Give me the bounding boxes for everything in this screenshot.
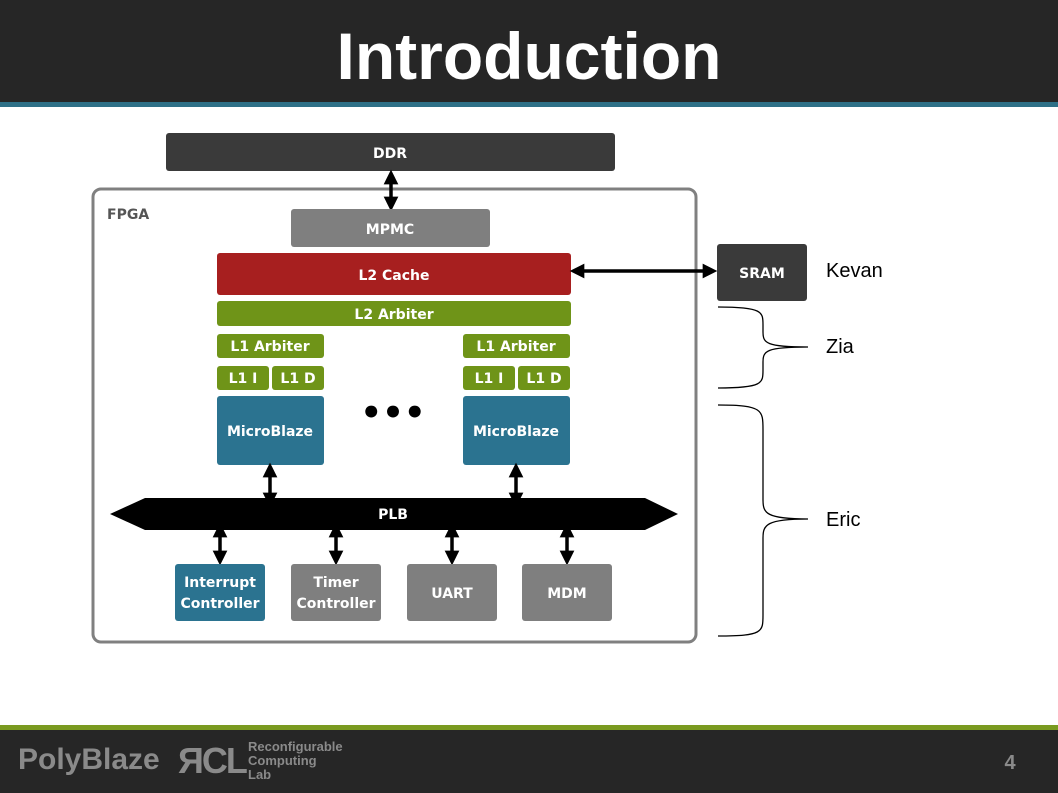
uart-block: UART <box>407 564 497 621</box>
more-cores-ellipsis: ••• <box>360 393 425 433</box>
timer-controller-line1: Timer <box>313 575 358 591</box>
microblaze-label: MicroBlaze <box>473 424 559 440</box>
l1-arbiter-label: L1 Arbiter <box>476 339 555 355</box>
rcl-logo-text: Reconfigurable Computing Lab <box>248 740 343 782</box>
l2-arbiter-block: L2 Arbiter <box>217 301 571 326</box>
mpmc-block: MPMC <box>291 209 490 247</box>
zia-label: Zia <box>826 336 854 358</box>
fpga-label: FPGA <box>107 207 149 223</box>
l2-cache-label: L2 Cache <box>358 268 429 284</box>
sram-label: SRAM <box>739 266 785 282</box>
l1-d-label: L1 D <box>280 371 315 387</box>
zia-brace <box>717 306 809 389</box>
interrupt-controller-line1: Interrupt <box>184 575 256 591</box>
interrupt-controller-block: Interrupt Controller <box>175 564 265 621</box>
rcl-line-1: Reconfigurable <box>248 739 343 754</box>
timer-controller-line2: Controller <box>296 596 375 612</box>
eric-brace <box>717 404 809 637</box>
interrupt-controller-line2: Controller <box>180 596 259 612</box>
l2-arbiter-label: L2 Arbiter <box>354 307 433 323</box>
core-left: L1 Arbiter L1 I L1 D MicroBlaze <box>217 334 324 465</box>
eric-label: Eric <box>826 509 861 531</box>
rcl-line-2: Computing <box>248 753 317 768</box>
rcl-logo-mark: ЯCL <box>178 740 248 781</box>
timer-controller-block: Timer Controller <box>291 564 381 621</box>
ddr-block: DDR <box>166 133 615 171</box>
page-number: 4 <box>1004 752 1016 774</box>
plb-label: PLB <box>378 507 408 523</box>
microblaze-label: MicroBlaze <box>227 424 313 440</box>
footer-rule <box>0 725 1058 730</box>
l1-d-label: L1 D <box>526 371 561 387</box>
l1-arbiter-label: L1 Arbiter <box>230 339 309 355</box>
polyblaze-logo: PolyBlaze <box>18 743 160 776</box>
slide-title: Introduction <box>336 19 722 93</box>
mdm-label: MDM <box>547 586 586 602</box>
title-rule <box>0 102 1058 107</box>
sram-block: SRAM <box>717 244 807 301</box>
kevan-label: Kevan <box>826 260 883 282</box>
mpmc-label: MPMC <box>366 222 414 238</box>
uart-label: UART <box>431 586 473 602</box>
footer-bar <box>0 730 1058 793</box>
l2-cache-block: L2 Cache <box>217 253 571 295</box>
mdm-block: MDM <box>522 564 612 621</box>
plb-bus: PLB <box>110 498 678 530</box>
title-bar <box>0 0 1058 102</box>
l1-i-label: L1 I <box>475 371 504 387</box>
core-right: L1 Arbiter L1 I L1 D MicroBlaze <box>463 334 570 465</box>
ddr-label: DDR <box>373 146 407 162</box>
rcl-line-3: Lab <box>248 767 272 782</box>
l1-i-label: L1 I <box>229 371 258 387</box>
